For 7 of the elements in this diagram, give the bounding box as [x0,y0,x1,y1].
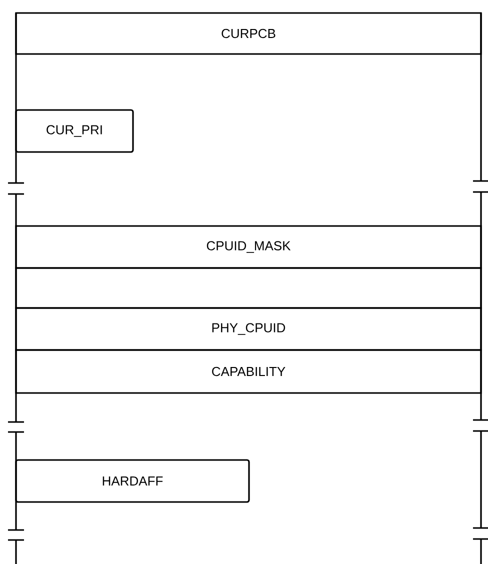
field-box: HARDAFF [15,459,250,503]
field-band: PHY_CPUID [15,307,482,351]
empty-band [15,267,482,309]
field-band: CAPABILITY [15,349,482,394]
field-band: CURPCB [15,12,482,55]
field-band: CPUID_MASK [15,225,482,269]
field-box: CUR_PRI [15,109,134,153]
